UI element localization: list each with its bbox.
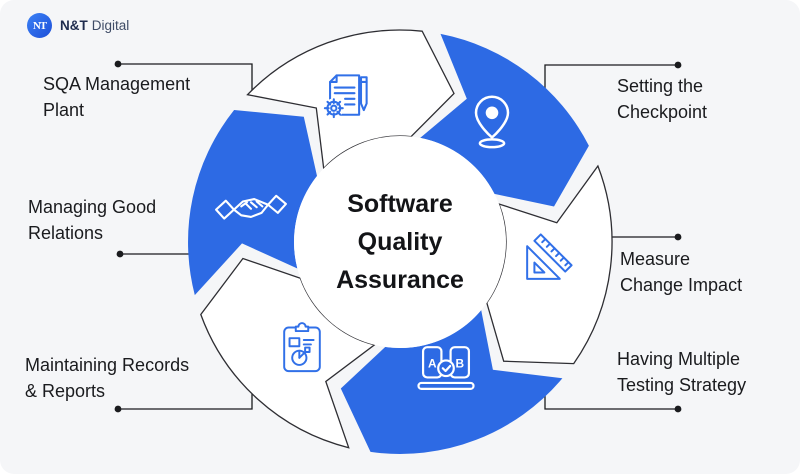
label-line: Testing Strategy [617, 375, 747, 395]
brand-logo-icon: NT [27, 13, 52, 38]
label-testing-strategy: Having Multiple Testing Strategy [617, 346, 746, 398]
label-setting-checkpoint: Setting the Checkpoint [617, 73, 707, 125]
label-line: Relations [28, 223, 104, 243]
segment-setting-checkpoint [420, 33, 589, 207]
connector-setting-checkpoint [544, 64, 678, 92]
handshake-icon [212, 184, 290, 233]
set-square-ruler-icon [519, 229, 577, 287]
label-line: Managing Good [28, 197, 157, 217]
label-line: Change Impact [620, 275, 743, 295]
connector-dot-good-relations [116, 250, 124, 258]
brand-name-bold: N&T [60, 18, 88, 33]
connector-dot-sqa-management [114, 60, 122, 68]
label-good-relations: Managing Good Relations [28, 194, 156, 246]
brand-name-light: Digital [91, 18, 130, 33]
label-line: & Reports [25, 381, 106, 401]
ab-test-letter-b: B [455, 356, 464, 370]
label-line: Checkpoint [617, 102, 708, 122]
center-title-line: Assurance [336, 266, 464, 294]
label-records-reports: Maintaining Records & Reports [25, 352, 189, 404]
connector-records-reports [118, 394, 253, 410]
connector-lines [114, 60, 682, 413]
label-line: Maintaining Records [25, 355, 190, 375]
label-line: Plant [43, 100, 85, 120]
label-sqa-management: SQA Management Plant [43, 71, 190, 123]
label-line: SQA Management [43, 74, 191, 94]
label-line: Measure [620, 249, 691, 269]
label-measure-impact: Measure Change Impact [620, 246, 742, 298]
ab-test-letter-a: A [428, 356, 437, 370]
connector-dot-records-reports [114, 405, 122, 413]
clipboard-report-icon [277, 320, 327, 377]
label-line: Having Multiple [617, 349, 741, 369]
brand-monogram: NT [32, 19, 47, 32]
connector-dot-setting-checkpoint [674, 61, 682, 69]
center-title: Software Quality Assurance [285, 185, 515, 299]
center-circle [294, 136, 506, 348]
label-line: Setting the [617, 76, 704, 96]
location-pin-icon [461, 90, 523, 152]
connector-dot-testing-strategy [674, 405, 682, 413]
center-title-line: Quality [357, 228, 443, 256]
document-gear-icon [316, 66, 376, 126]
connector-dot-measure-impact [674, 233, 682, 241]
connector-sqa-management [118, 63, 253, 92]
ab-test-icon: A B [413, 343, 479, 400]
center-title-line: Software [347, 190, 453, 218]
